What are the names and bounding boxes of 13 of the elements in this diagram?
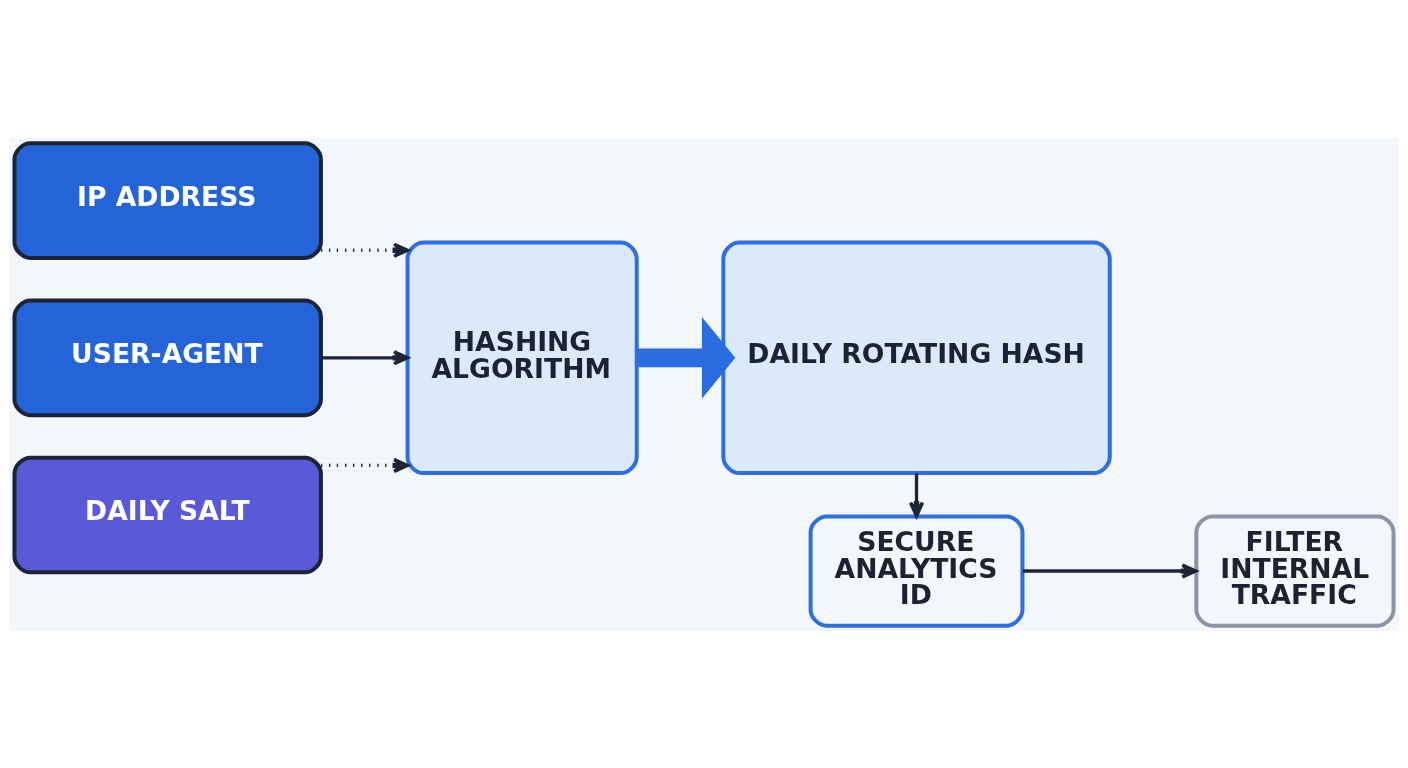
arrow	[321, 457, 410, 473]
arrow	[908, 472, 925, 518]
node-box: DAILY SALT	[12, 455, 323, 574]
node-box: DAILY ROTATING HASH	[721, 240, 1112, 475]
arrow	[321, 242, 410, 258]
arrow	[1022, 562, 1198, 579]
node-box: SECURE ANALYTICS ID	[808, 513, 1025, 628]
node-box: FILTER INTERNAL TRAFFIC	[1194, 513, 1396, 628]
arrow	[636, 316, 736, 399]
arrow	[321, 349, 410, 365]
node-box: HASHING ALGORITHM	[405, 240, 639, 475]
node-box: IP ADDRESS	[12, 140, 323, 260]
node-box: USER-AGENT	[12, 298, 323, 417]
